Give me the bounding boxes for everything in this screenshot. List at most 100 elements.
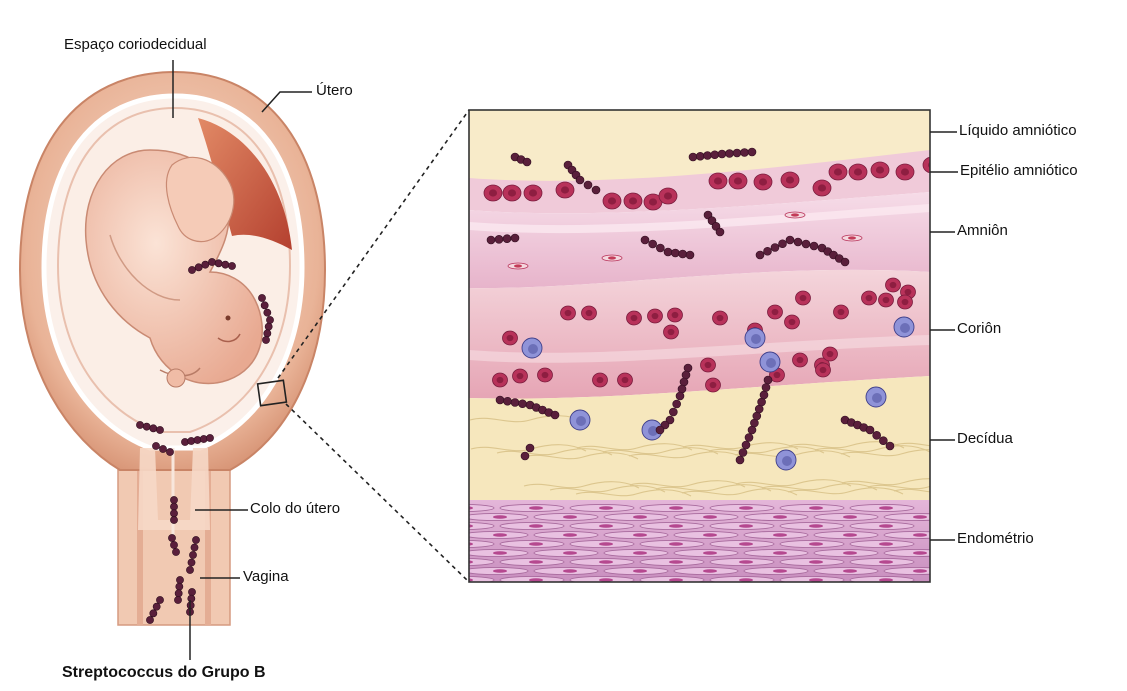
tissue-cell [834, 305, 849, 319]
tissue-cell [556, 182, 574, 198]
tissue-cell [593, 373, 608, 387]
tissue-cell [785, 315, 800, 329]
endometrium-fiber [850, 522, 914, 529]
endometrium-fiber [814, 531, 878, 538]
label-endometrium: Endométrio [957, 530, 1034, 547]
label-chorio-decidual-space: Espaço coriodecidual [64, 36, 207, 53]
tissue-cell [627, 311, 642, 325]
immune-cell [745, 328, 765, 348]
tissue-cell [618, 373, 633, 387]
tissue-cell [793, 353, 808, 367]
endometrium-fiber [674, 549, 738, 556]
tissue-cell [603, 193, 621, 209]
endometrium-fiber [640, 540, 704, 547]
endometrium-fiber [744, 513, 808, 520]
endometrium-fiber [534, 513, 598, 520]
tissue-cell [816, 363, 831, 377]
endometrium-fiber [570, 540, 634, 547]
endometrium-fiber [640, 558, 704, 565]
endometrium-fiber [780, 540, 844, 547]
endometrium-fiber [850, 504, 914, 511]
immune-cell [776, 450, 796, 470]
tissue-cell [561, 306, 576, 320]
endometrium-fiber [500, 504, 564, 511]
tissue-cell [849, 164, 867, 180]
endometrium-fiber [814, 513, 878, 520]
tissue-cell [701, 358, 716, 372]
amnion-spindle-cell [602, 255, 622, 261]
endometrium-fiber [464, 549, 528, 556]
endometrium-fiber [604, 513, 668, 520]
tissue-cell [886, 278, 901, 292]
endometrium-fiber [780, 504, 844, 511]
endometrium-fiber [850, 558, 914, 565]
tissue-cell [813, 180, 831, 196]
label-vagina: Vagina [243, 568, 289, 585]
endometrium-fiber [500, 540, 564, 547]
amnion-spindle-cell [842, 235, 862, 241]
endometrium-fiber [814, 567, 878, 574]
endometrium-fiber [640, 522, 704, 529]
endometrium-fiber [710, 522, 774, 529]
tissue-cell [503, 185, 521, 201]
endometrium-fiber [710, 504, 774, 511]
tissue-cross-section [430, 110, 1010, 584]
tissue-cell [659, 188, 677, 204]
endometrium-fiber [430, 522, 494, 529]
endometrium-fiber [570, 522, 634, 529]
endometrium-fiber [430, 558, 494, 565]
endometrium-fiber [780, 522, 844, 529]
endometrium-fiber [780, 558, 844, 565]
tissue-cell [648, 309, 663, 323]
amnion-spindle-cell [785, 212, 805, 218]
endometrium-fiber [674, 567, 738, 574]
chorion-layer [469, 270, 930, 399]
endometrium-fiber [674, 531, 738, 538]
tissue-cell [524, 185, 542, 201]
endometrium-fiber [884, 513, 948, 520]
endometrium-fiber [710, 558, 774, 565]
endometrium-fiber [814, 549, 878, 556]
endometrium-fiber [744, 531, 808, 538]
endometrium-fiber [430, 504, 494, 511]
endometrium-fiber [884, 549, 948, 556]
tissue-cell [898, 295, 913, 309]
endometrium-fiber [464, 531, 528, 538]
tissue-cell [582, 306, 597, 320]
tissue-cell [493, 373, 508, 387]
tissue-cell [923, 157, 941, 173]
zoom-line-bottom [286, 404, 469, 582]
label-cervix: Colo do útero [250, 500, 340, 517]
endometrium-fiber [604, 549, 668, 556]
immune-cell [894, 317, 914, 337]
tissue-cell [624, 193, 642, 209]
endometrium-fiber [710, 540, 774, 547]
endometrium-fiber [640, 504, 704, 511]
tissue-cell [513, 369, 528, 383]
endometrium-fiber [534, 549, 598, 556]
endometrium-fiber [744, 567, 808, 574]
endometrium-fiber [884, 531, 948, 538]
immune-cell [570, 410, 590, 430]
label-uterus: Útero [316, 82, 353, 99]
label-chorion: Coriôn [957, 320, 1001, 337]
tissue-cell [538, 368, 553, 382]
endometrium-fiber [464, 567, 528, 574]
endometrium-fiber [570, 558, 634, 565]
endometrium-fiber [534, 531, 598, 538]
tissue-cell [503, 331, 518, 345]
tissue-cell [829, 164, 847, 180]
immune-cell [522, 338, 542, 358]
tissue-cell [781, 172, 799, 188]
endometrium-fiber [850, 540, 914, 547]
label-amniotic-epithelium: Epitélio amniótico [960, 162, 1078, 179]
tissue-cell [709, 173, 727, 189]
amnion-spindle-cell [508, 263, 528, 269]
tissue-cell [668, 308, 683, 322]
immune-cell [866, 387, 886, 407]
right-leader-lines [930, 132, 958, 540]
endometrium-fiber [884, 567, 948, 574]
endometrium-fiber [604, 531, 668, 538]
tissue-cell [796, 291, 811, 305]
